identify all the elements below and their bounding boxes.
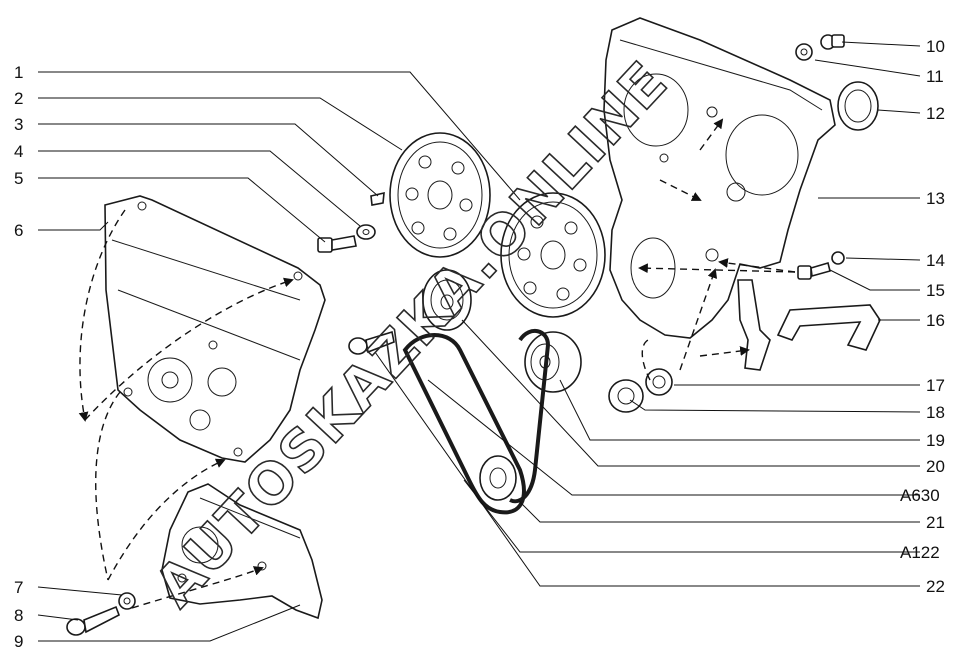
bracket-16	[776, 304, 881, 351]
upper-timing-cover	[104, 195, 326, 463]
key	[370, 191, 385, 206]
tensioner-pulley	[422, 269, 472, 331]
assembly-arrows	[78, 118, 796, 609]
bolt-15	[797, 265, 812, 280]
seal-12	[837, 81, 879, 131]
bolt-22	[348, 330, 395, 355]
callout-11: 11	[926, 67, 944, 86]
callout-16: 16	[926, 311, 945, 330]
callout-A122: A122	[900, 543, 940, 562]
timing-belt	[402, 329, 551, 515]
callout-22: 22	[926, 577, 945, 596]
callout-6: 6	[14, 221, 23, 240]
callout-21: 21	[926, 513, 945, 532]
callout-9: 9	[14, 632, 23, 651]
callout-1: 1	[14, 63, 23, 82]
callout-15: 15	[926, 281, 945, 300]
callout-12: 12	[926, 104, 945, 123]
callouts-right: 10 11 12 13 14 15 16 17 18 19 20 A630 21…	[900, 37, 945, 596]
camshaft-pulley-upper	[389, 132, 491, 258]
bracket-lever	[737, 279, 771, 371]
callout-7: 7	[14, 578, 23, 597]
callout-A630: A630	[900, 486, 940, 505]
callout-18: 18	[926, 403, 945, 422]
washer-14	[831, 251, 845, 265]
callout-2: 2	[14, 89, 23, 108]
camshaft-pulley-lower	[500, 192, 606, 318]
rear-timing-cover	[603, 17, 836, 339]
leader-lines	[37, 41, 921, 642]
crankshaft-pulley	[479, 455, 517, 501]
bush-18	[608, 379, 644, 413]
washer-4	[356, 224, 376, 240]
callout-13: 13	[926, 189, 945, 208]
callout-8: 8	[14, 606, 23, 625]
small-parts-right	[608, 34, 881, 413]
bolt-head-8	[66, 618, 86, 636]
callout-19: 19	[926, 431, 945, 450]
bush-17	[645, 368, 673, 396]
idler-pulley	[524, 331, 582, 393]
lower-timing-cover	[161, 483, 323, 620]
callout-5: 5	[14, 169, 23, 188]
callout-4: 4	[14, 142, 23, 161]
callout-14: 14	[926, 251, 945, 270]
callout-17: 17	[926, 376, 945, 395]
bolt-head-5	[317, 237, 333, 253]
washer-7	[118, 592, 136, 610]
callout-10: 10	[926, 37, 945, 56]
callouts-left: 1 2 3 4 5 6 7 8 9	[14, 63, 23, 651]
small-parts-left	[66, 191, 385, 636]
callout-20: 20	[926, 457, 945, 476]
callout-3: 3	[14, 115, 23, 134]
